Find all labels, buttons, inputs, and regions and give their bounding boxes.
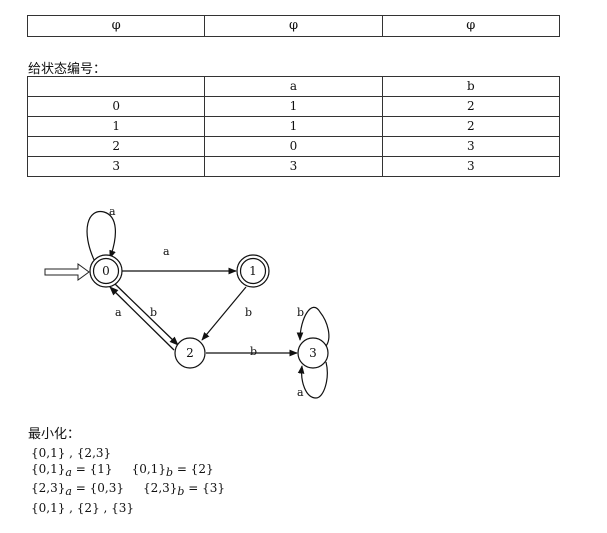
transition-3-3-b: [296, 306, 330, 347]
table-cell: φ: [381, 15, 561, 37]
table-cell: φ: [204, 15, 383, 37]
state-label: 0: [102, 264, 110, 278]
state-0: 0: [89, 254, 123, 288]
transition-label: b: [245, 306, 252, 319]
set-result: = {2}: [173, 462, 214, 476]
partition-line-4: {0,1} , {2} , {3}: [31, 501, 135, 515]
input-symbol: b: [165, 466, 173, 479]
state-label: 3: [309, 346, 317, 360]
state-label: 1: [249, 264, 257, 278]
table-cell: φ: [26, 15, 206, 37]
transition-0-2-b: [113, 282, 179, 346]
transition-3-3-a: [297, 361, 328, 399]
set-result: = {3}: [184, 481, 226, 495]
state-label: 2: [186, 346, 194, 360]
partition-line-2: {0,1}a = {1} {0,1}b = {2}: [31, 462, 214, 479]
state-transition-table: a b 0 1 2 1 1 2 2 0 3 3 3 3: [26, 76, 561, 177]
set-result: = {0,3}: [71, 481, 124, 495]
transition-label: a: [163, 245, 170, 258]
transition-label: a: [109, 205, 116, 218]
transition-label: b: [297, 306, 304, 319]
transition-label: a: [115, 306, 122, 319]
table-cell: 3: [26, 156, 206, 177]
table-cell: 3: [381, 156, 561, 177]
table-row: 3 3 3: [26, 156, 561, 177]
input-symbol: b: [177, 485, 185, 498]
table-row: 2 0 3: [26, 136, 561, 157]
set-expr: {0,1}: [31, 462, 66, 476]
transition-label: b: [150, 306, 157, 319]
input-symbol: a: [65, 466, 72, 479]
partition-line-1: {0,1} , {2,3}: [31, 446, 112, 460]
transition-2-0-a: [109, 286, 175, 351]
phi-table: φ φ φ: [26, 15, 561, 37]
table-row: φ φ φ: [26, 15, 561, 37]
transition-0-0-a: [86, 211, 116, 263]
set-result: = {1}: [71, 462, 113, 476]
table-cell: 3: [204, 156, 383, 177]
state-2: 2: [174, 337, 206, 369]
transition-label: a: [297, 386, 304, 399]
set-expr: {0,1}: [131, 462, 166, 476]
transition-1-2-b: [201, 286, 247, 341]
state-3: 3: [297, 337, 329, 369]
numbering-heading: 给状态编号：: [28, 62, 107, 77]
partition-line-3: {2,3}a = {0,3} {2,3}b = {3}: [31, 481, 226, 498]
state-1: 1: [236, 254, 270, 288]
input-symbol: a: [65, 485, 72, 498]
set-expr: {2,3}: [31, 481, 66, 495]
transition-label: b: [250, 345, 257, 358]
start-arrow: [44, 263, 90, 281]
minimize-heading: 最小化：: [28, 427, 81, 442]
set-expr: {2,3}: [143, 481, 178, 495]
